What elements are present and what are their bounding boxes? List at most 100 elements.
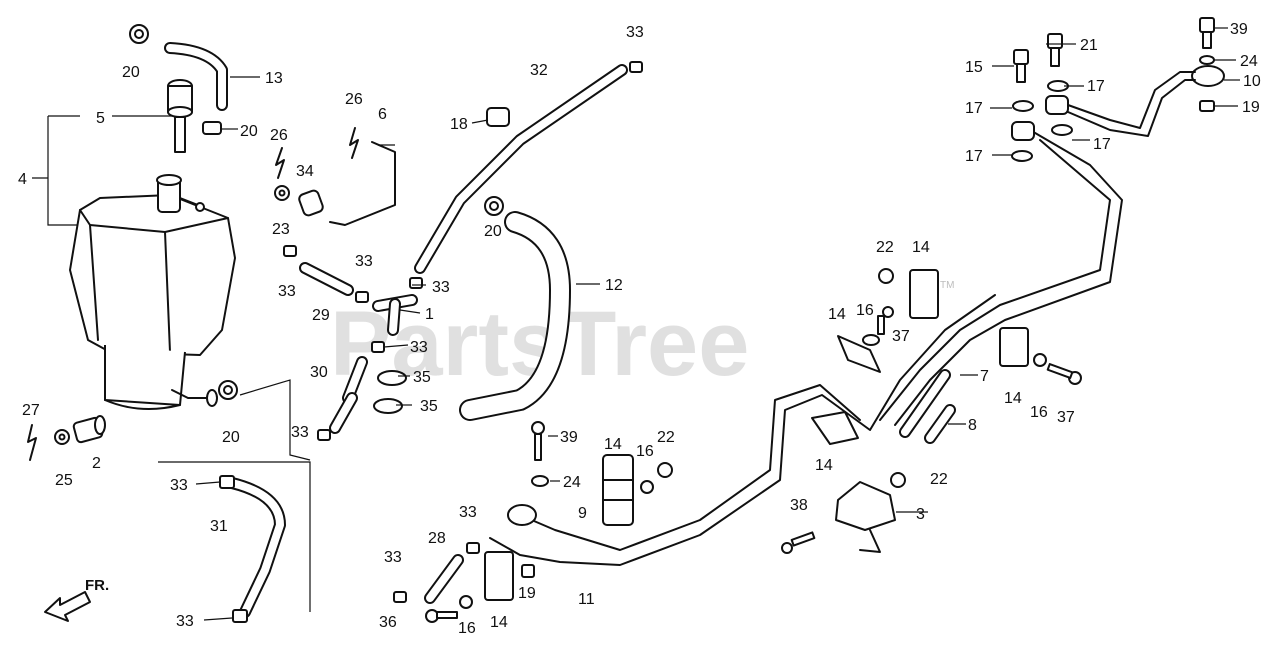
callout-16c: 16 [856,302,874,319]
callout-34: 34 [296,163,314,180]
sleeve-34 [298,189,324,217]
bolt-15 [1013,49,1029,83]
callout-33a: 33 [278,283,296,300]
nut-22c [890,472,906,488]
hose-32 [414,64,628,274]
callout-14c: 14 [912,239,930,256]
callout-35a: 35 [413,369,431,386]
clip-33g [629,61,643,73]
callout-33f: 33 [176,613,194,630]
banjo-fitting-b [1011,121,1035,141]
hose-clip-20d [484,196,504,216]
tee-joint-1 [372,294,418,336]
callout-5: 5 [96,110,105,127]
callout-35b: 35 [420,398,438,415]
callout-33e: 33 [170,477,188,494]
bolt-38 [781,531,816,554]
rod-6 [329,141,396,226]
callout-22a: 22 [657,429,675,446]
washer-16d [1033,353,1047,367]
callout-11: 11 [578,591,595,608]
callout-17c: 17 [1093,136,1111,153]
callout-24b: 24 [1240,53,1258,70]
callout-22c: 22 [930,471,948,488]
callout-13: 13 [265,70,283,87]
callout-31: 31 [210,518,228,535]
callout-24a: 24 [563,474,581,491]
clip-33f [232,609,248,623]
leader-lines [32,27,1240,621]
group-leader [239,379,311,461]
callout-1: 1 [425,306,434,323]
callout-14b: 14 [490,614,508,631]
callout-labels: 20 13 5 20 4 26 6 26 34 23 33 33 29 1 33… [18,21,1261,637]
callout-17d: 17 [965,148,983,165]
callout-16a: 16 [636,443,654,460]
callout-30: 30 [310,364,328,381]
callout-20c: 20 [222,429,240,446]
callout-14f: 14 [1004,390,1022,407]
callout-29: 29 [312,307,330,324]
callout-33c: 33 [410,339,428,356]
callout-7: 7 [980,368,989,385]
callout-20a: 20 [122,64,140,81]
washer-17c [1051,124,1073,136]
callout-33b: 33 [355,253,373,270]
hose-clip-20c [218,380,238,400]
callout-16d: 16 [1030,404,1048,421]
banjo-fitting-a [1045,95,1069,115]
group-box [158,461,311,612]
callout-3: 3 [916,506,925,523]
cotter-pin-26b [275,147,285,179]
callout-2: 2 [92,455,101,472]
watermark-tm: TM [940,280,954,291]
reservoir-tank [69,174,236,410]
bolt-37b [1046,363,1082,385]
clip-33d [317,429,331,441]
front-direction-arrow: FR. [44,577,109,622]
callout-33g: 33 [626,24,644,41]
callout-33h: 33 [432,279,450,296]
callout-21: 21 [1080,37,1098,54]
cotter-pin-27 [27,424,37,461]
callout-19a: 19 [518,585,536,602]
callout-36: 36 [379,614,397,631]
callout-20b: 20 [240,123,258,140]
callout-39b: 39 [1230,21,1248,38]
callout-15: 15 [965,59,983,76]
callout-25: 25 [55,472,73,489]
bolt-21 [1047,33,1063,67]
washer-16b [459,595,473,609]
callout-23: 23 [272,221,290,238]
mount-block-14c [909,269,939,319]
front-label: FR. [85,577,109,594]
washer-24a [531,475,549,487]
bolt-39b [1199,17,1215,49]
callout-37a: 37 [892,328,910,345]
hose-clip-20b [202,121,222,135]
nut-22b [878,268,894,284]
washer-17d [1011,150,1033,162]
brake-pipe-9-11 [489,129,1123,566]
clip-33b [355,291,369,303]
clip-19b [1199,100,1215,112]
callout-17a: 17 [1087,78,1105,95]
callout-33j: 33 [384,549,402,566]
hose-clip-20a [129,24,149,44]
callout-37b: 37 [1057,409,1075,426]
callout-32: 32 [530,62,548,79]
callout-39a: 39 [560,429,578,446]
callout-4: 4 [18,171,27,188]
bolt-39a [531,421,545,461]
mount-block-14a [602,454,634,526]
cotter-pin-26a [349,127,359,159]
callout-16b: 16 [458,620,476,637]
callout-14a: 14 [604,436,622,453]
callout-33i: 33 [459,504,477,521]
callout-20d: 20 [484,223,502,240]
clip-18 [486,107,510,127]
callout-26a: 26 [345,91,363,108]
reservoir-cap [167,79,193,153]
mount-block-14d [837,335,881,373]
